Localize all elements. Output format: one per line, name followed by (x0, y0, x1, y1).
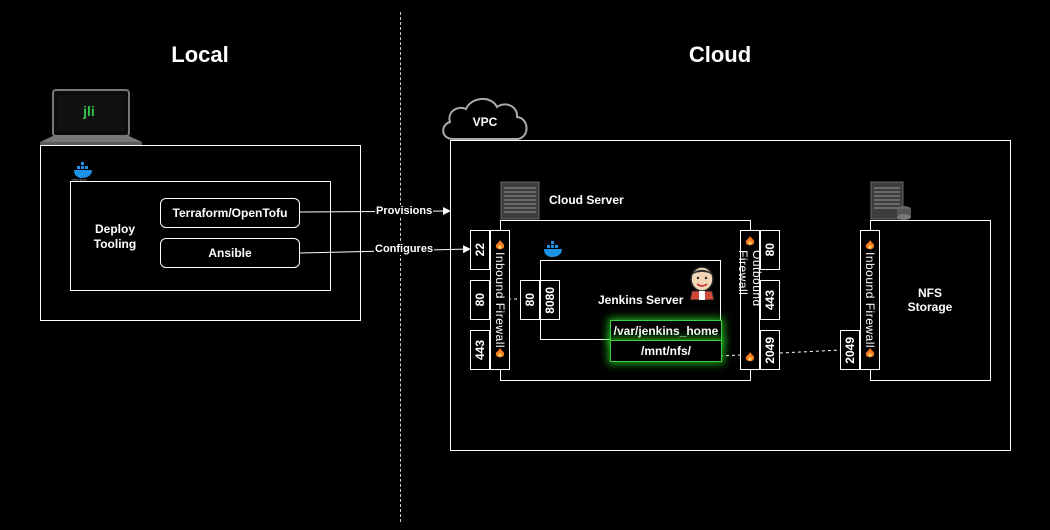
nfs-inbound-firewall-label: Inbound Firewall (863, 251, 877, 349)
svg-text:jli: jli (82, 103, 95, 119)
jenkins-server-label: Jenkins Server (598, 293, 684, 307)
cloud-region-title: Cloud (688, 42, 752, 67)
ansible-node[interactable]: Ansible (160, 238, 300, 268)
outbound-port-80: 80 (760, 230, 780, 270)
inbound-port-80: 80 (470, 280, 490, 320)
jenkins-logo-icon (689, 266, 715, 300)
configures-label: Configures (374, 243, 435, 255)
docker-icon (74, 162, 92, 178)
firewall-flame-icon (745, 352, 755, 362)
inbound-port-22: 22 (470, 230, 490, 270)
firewall-flame-icon (865, 348, 875, 358)
mnt-nfs-volume: /mnt/nfs/ (610, 340, 722, 362)
firewall-flame-icon (495, 348, 505, 358)
container-port-80: 80 (520, 280, 540, 320)
nfs-inbound-firewall (860, 230, 880, 370)
region-divider (400, 12, 401, 522)
inbound-firewall-label: Inbound Firewall (493, 251, 507, 349)
outbound-port-443: 443 (760, 280, 780, 320)
outbound-port-2049: 2049 (760, 330, 780, 370)
container-port-8080: 8080 (540, 280, 560, 320)
cloud-server-label: Cloud Server (549, 193, 624, 207)
deploy-container-box (70, 181, 331, 291)
vpc-label: VPC (472, 115, 498, 129)
laptop-icon: jli (40, 89, 142, 145)
nfs-storage-label: NFS Storage (907, 286, 953, 314)
storage-server-icon (870, 181, 911, 220)
cloud-icon (442, 98, 528, 140)
vpc-box (450, 140, 1011, 451)
terraform-node[interactable]: Terraform/OpenTofu (160, 198, 300, 228)
firewall-flame-icon (745, 236, 755, 246)
provisions-label: Provisions (375, 205, 434, 217)
deploy-tooling-label: Deploy Tooling (93, 222, 137, 251)
firewall-flame-icon (495, 240, 505, 250)
outbound-firewall (740, 230, 760, 370)
local-machine-box (40, 145, 361, 321)
firewall-flame-icon (865, 240, 875, 250)
local-region-title: Local (171, 42, 229, 67)
server-icon (500, 181, 540, 220)
jenkins-home-volume: /var/jenkins_home (610, 320, 722, 342)
inbound-firewall (490, 230, 510, 370)
outbound-firewall-label: Outbound Firewall (736, 250, 764, 307)
inbound-port-443: 443 (470, 330, 490, 370)
nfs-port-2049: 2049 (840, 330, 860, 370)
docker-icon (544, 241, 562, 257)
